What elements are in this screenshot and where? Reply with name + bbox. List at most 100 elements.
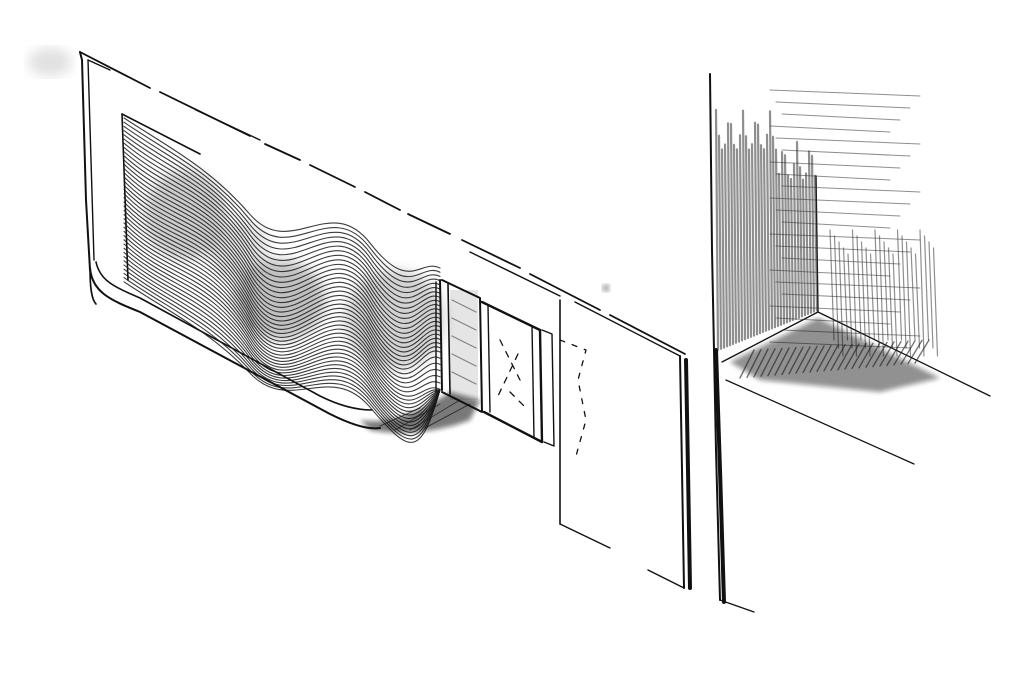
- sketch-stroke: [746, 348, 762, 379]
- sketch-stroke: [780, 151, 786, 325]
- sketch-stroke: [767, 347, 783, 377]
- sketch-stroke: [851, 342, 867, 370]
- sketch-stroke: [747, 148, 753, 338]
- sketch-stroke: [760, 348, 776, 377]
- sketch-stroke: [781, 257, 901, 265]
- sketch-stroke: [809, 345, 825, 373]
- sketch-stroke: [726, 122, 732, 347]
- sketch-stroke: [777, 172, 783, 326]
- sketch-stroke: [771, 135, 777, 329]
- sketch-stroke: [795, 140, 801, 319]
- sketch-stroke: [123, 230, 441, 401]
- sketch-stroke: [768, 110, 774, 330]
- sketch-stroke: [781, 346, 797, 376]
- sketch-stroke: [762, 148, 768, 332]
- sketch-stroke: [786, 174, 792, 323]
- sketch-stroke: [123, 277, 441, 440]
- sketch-stroke: [883, 241, 889, 341]
- sketch-stroke: [769, 125, 891, 133]
- sketch-stroke: [756, 123, 762, 335]
- sketch-stroke: [865, 342, 881, 368]
- sketch-stroke: [739, 349, 755, 379]
- sketch-stroke: [878, 235, 885, 357]
- pencil-dot: [602, 284, 610, 292]
- sketch-stroke: [123, 281, 441, 443]
- sketch-stroke: [830, 344, 846, 371]
- sketch-stroke: [123, 222, 441, 393]
- sketch-stroke: [914, 339, 930, 364]
- sketch-stroke: [886, 340, 902, 367]
- right-pillar: [709, 73, 755, 613]
- sketch-stroke: [932, 247, 939, 357]
- sketch-stroke: [847, 253, 853, 349]
- sketch-stroke: [123, 214, 441, 384]
- sketch-stroke: [842, 247, 849, 341]
- sketch-stroke: [753, 348, 769, 378]
- sketch-stroke: [781, 113, 901, 121]
- sketch-stroke: [802, 345, 818, 374]
- sketch-stroke: [735, 148, 741, 343]
- sketch-stroke: [896, 229, 903, 341]
- sketch-stroke: [858, 342, 874, 369]
- sketch-stroke: [788, 346, 804, 375]
- sketch-stroke: [769, 89, 921, 97]
- sketch-stroke: [750, 143, 756, 337]
- sketch-stroke: [872, 341, 888, 368]
- sketch-stroke: [893, 340, 909, 366]
- sketch-stroke: [744, 135, 750, 340]
- sketch-stroke: [775, 281, 921, 289]
- sketch-stroke: [813, 174, 819, 312]
- sketch-stroke: [769, 161, 901, 169]
- sketch-stroke: [869, 253, 876, 341]
- sketch-stroke: [792, 163, 798, 320]
- sketch-stroke: [774, 347, 790, 376]
- sketch-stroke: [781, 149, 911, 157]
- sketch-stroke: [775, 173, 891, 181]
- sketch-stroke: [901, 235, 907, 349]
- sketch-stroke: [123, 272, 441, 437]
- sketch-stroke: [723, 143, 729, 348]
- sketch-stroke: [781, 185, 921, 193]
- sketch-stroke: [910, 247, 916, 341]
- right-room-corner: [714, 89, 991, 465]
- sketch-stroke: [717, 134, 723, 350]
- sketch-stroke: [775, 209, 901, 217]
- sketch-stroke: [795, 346, 811, 374]
- sketch-stroke: [851, 229, 858, 357]
- left-wall-outline: [79, 51, 692, 590]
- sketch-stroke: [781, 221, 891, 229]
- paper-smudge: [28, 48, 72, 76]
- sketch-stroke: [765, 133, 771, 331]
- sketch-stroke: [769, 233, 921, 241]
- sketch-stroke: [123, 239, 441, 409]
- sketch-stroke: [729, 122, 735, 346]
- sketch-stroke: [123, 226, 441, 397]
- sketch-stroke: [753, 121, 759, 336]
- sketch-stroke: [732, 143, 738, 344]
- sketch-stroke: [887, 247, 894, 349]
- sketch-stroke: [837, 343, 853, 371]
- sketch-stroke: [856, 235, 862, 341]
- sketch-stroke: [865, 247, 871, 357]
- sketch-stroke: [123, 218, 441, 388]
- sketch-stroke: [775, 101, 911, 109]
- sketch-stroke: [783, 154, 789, 324]
- sketch-stroke: [810, 154, 816, 313]
- sketch-stroke: [844, 343, 860, 370]
- door-opening: [441, 279, 587, 457]
- sketch-stroke: [923, 235, 930, 341]
- sketch-stroke: [928, 241, 934, 349]
- sketch-stroke: [816, 344, 832, 373]
- sketch-stroke: [714, 108, 720, 352]
- sketch-stroke: [919, 229, 925, 357]
- sketch-stroke: [123, 117, 441, 272]
- sketch-stroke: [775, 137, 921, 145]
- sketch-stroke: [738, 134, 744, 342]
- sketch-stroke: [879, 341, 895, 367]
- sketch-stroke: [804, 172, 810, 316]
- sketch-stroke: [892, 253, 898, 357]
- sketch-stroke: [774, 148, 780, 328]
- sketch-stroke: [769, 269, 891, 277]
- sketch-stroke: [900, 340, 916, 365]
- sketch-stroke: [741, 109, 747, 341]
